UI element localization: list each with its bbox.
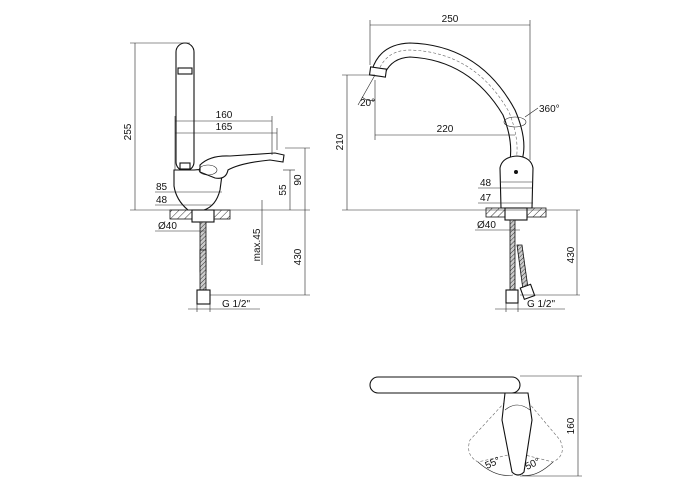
front-dimensions xyxy=(342,20,580,312)
thread-label: G 1/2" xyxy=(222,299,250,310)
dim-max-45: max.45 xyxy=(252,228,263,261)
top-dimensions xyxy=(520,375,582,477)
angle-20: 20° xyxy=(360,98,375,109)
front-view: 250 220 210 20° 360° 48 47 Ø40 430 G 1/2… xyxy=(335,14,580,312)
dim-diameter-40: Ø40 xyxy=(158,221,177,232)
side-faucet-body xyxy=(169,42,285,305)
dim-255: 255 xyxy=(123,123,134,140)
dim-48: 48 xyxy=(156,195,168,206)
front-faucet-body xyxy=(368,42,547,304)
dim-165: 165 xyxy=(216,122,233,133)
top-faucet-body xyxy=(369,376,563,476)
dim-430-front: 430 xyxy=(566,246,577,263)
dim-430: 430 xyxy=(293,248,304,265)
dim-85: 85 xyxy=(156,182,168,193)
dim-160-top: 160 xyxy=(566,417,577,434)
dim-55: 55 xyxy=(278,184,289,196)
top-view: 160 55° 50° xyxy=(369,375,582,477)
dim-220: 220 xyxy=(437,124,454,135)
dim-210: 210 xyxy=(335,133,346,150)
dim-160: 160 xyxy=(216,110,233,121)
thread-label-front: G 1/2" xyxy=(527,299,555,310)
side-view: 255 160 165 90 55 85 48 Ø40 max.45 430 G… xyxy=(123,42,310,312)
rotation-360: 360° xyxy=(539,104,560,115)
dim-250: 250 xyxy=(442,14,459,25)
angle-55: 55° xyxy=(484,455,502,471)
dim-47-front: 47 xyxy=(480,193,492,204)
dim-90: 90 xyxy=(293,174,304,186)
dim-diameter-40-front: Ø40 xyxy=(477,220,496,231)
dim-48-front: 48 xyxy=(480,178,492,189)
side-dimensions xyxy=(130,42,310,312)
